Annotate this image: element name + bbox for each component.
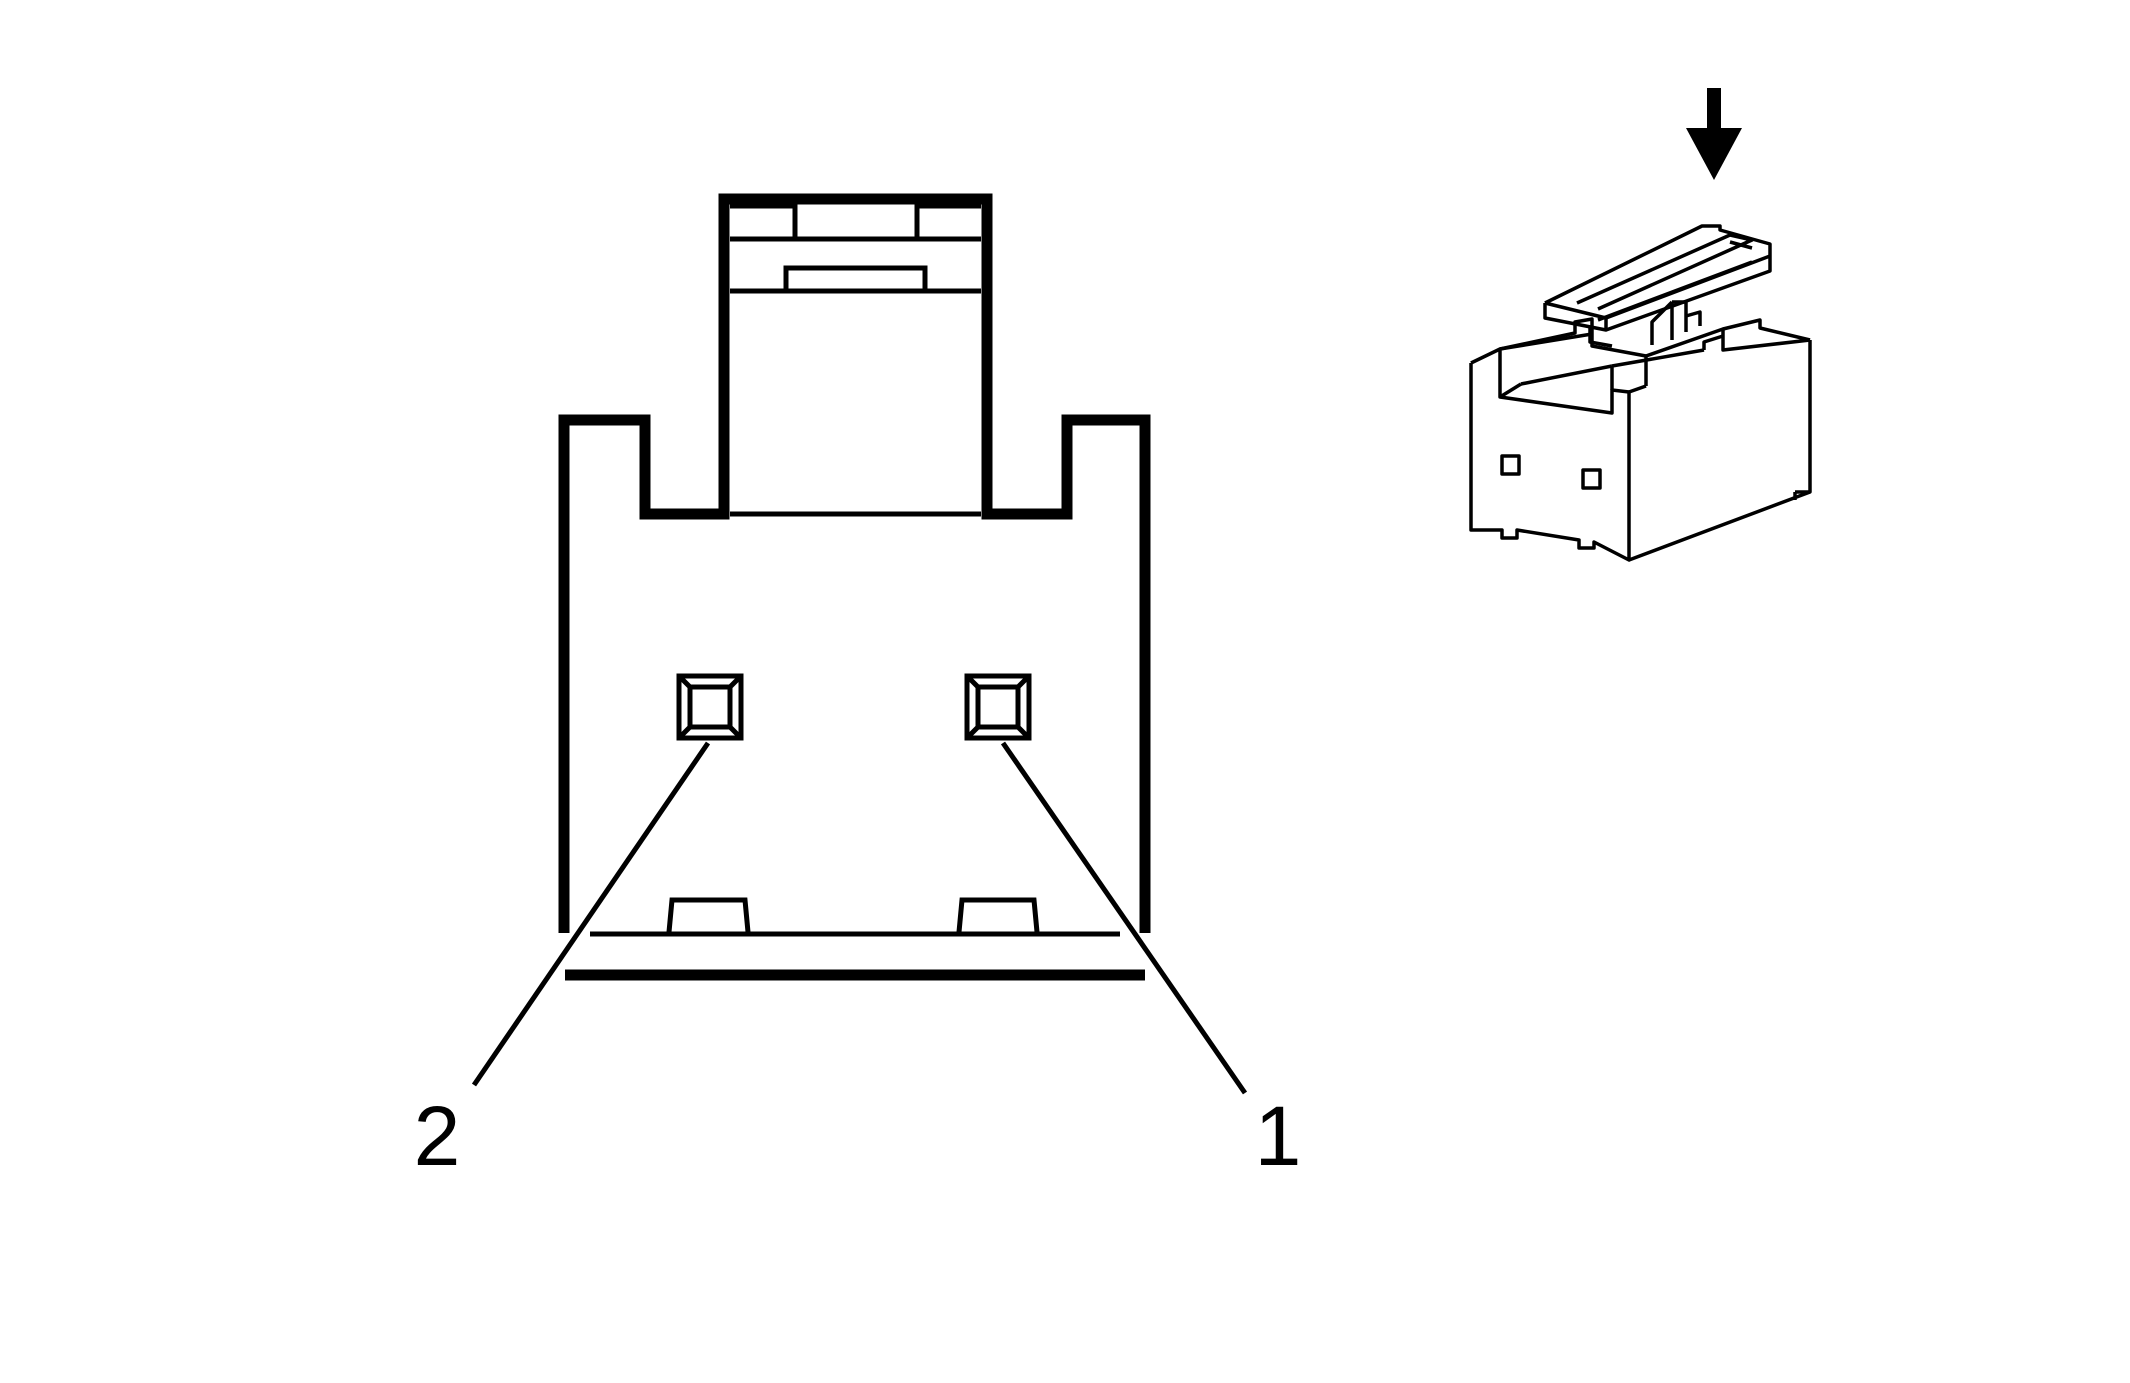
iso-latch (1543, 224, 1772, 348)
connector-3d-view (1469, 88, 1812, 562)
iso-right-face (1628, 340, 1812, 562)
pin-label-1: 1 (1255, 1089, 1302, 1183)
terminal-cavity-2 (676, 673, 744, 741)
bottom-rail (590, 897, 1120, 937)
latch-block (730, 203, 981, 517)
leader-line-pin-1 (1000, 741, 1248, 1095)
arrow-down-icon (1686, 88, 1742, 180)
connector-front-view (471, 193, 1248, 1095)
housing-outline (558, 193, 1151, 933)
iso-top-rim (1499, 317, 1811, 399)
iso-front-face (1469, 347, 1631, 562)
terminal-cavity-1 (964, 673, 1032, 741)
pin-label-2: 2 (414, 1089, 461, 1183)
leader-line-pin-2 (471, 741, 711, 1087)
